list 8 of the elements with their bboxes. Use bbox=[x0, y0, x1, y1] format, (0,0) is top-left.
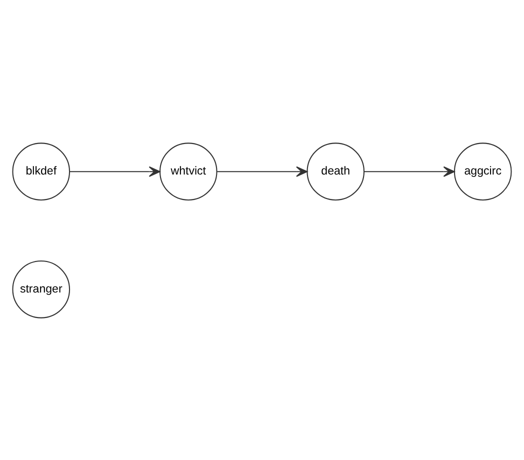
node-circle: aggcirc bbox=[454, 142, 512, 200]
node-circle: blkdef bbox=[12, 142, 70, 200]
node-circle: whtvict bbox=[159, 142, 218, 200]
arrow bbox=[364, 166, 455, 176]
arrow bbox=[70, 166, 160, 176]
arrow bbox=[217, 166, 308, 176]
node-circle: stranger bbox=[12, 260, 70, 318]
node-circle: death bbox=[306, 142, 365, 200]
